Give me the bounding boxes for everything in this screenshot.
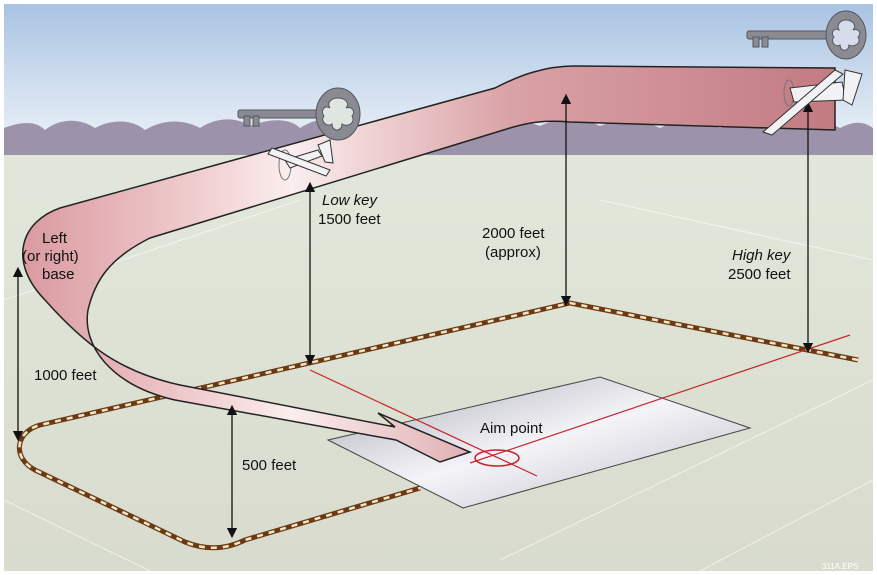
low-key-title: Low key — [322, 192, 378, 209]
figure-id: 311A.EPS — [822, 562, 859, 571]
altitude-500-label: 500 feet — [242, 457, 297, 474]
aim-point-label: Aim point — [480, 420, 543, 437]
mid-altitude-note: (approx) — [485, 244, 541, 261]
base-label-line1: Left — [42, 230, 68, 247]
aim-point-lines — [309, 334, 851, 477]
airplane-high-key-icon — [762, 69, 863, 136]
low-key-altitude: 1500 feet — [318, 211, 381, 228]
high-key-title: High key — [732, 247, 791, 264]
high-key-icon — [746, 10, 867, 60]
ground-grid — [3, 199, 874, 572]
base-label-line2: (or right) — [22, 248, 79, 265]
altitude-arrows — [12, 93, 814, 539]
runway — [326, 376, 752, 509]
base-label: Left (or right) base — [22, 230, 79, 284]
high-key-altitude: 2500 feet — [728, 266, 791, 283]
flight-path-ribbon — [22, 65, 836, 463]
mid-altitude: 2000 feet — [482, 225, 545, 242]
base-label-line3: base — [42, 266, 75, 283]
low-key-icon — [237, 87, 361, 141]
airplane-low-key-icon — [267, 139, 334, 181]
altitude-1000-label: 1000 feet — [34, 367, 97, 384]
